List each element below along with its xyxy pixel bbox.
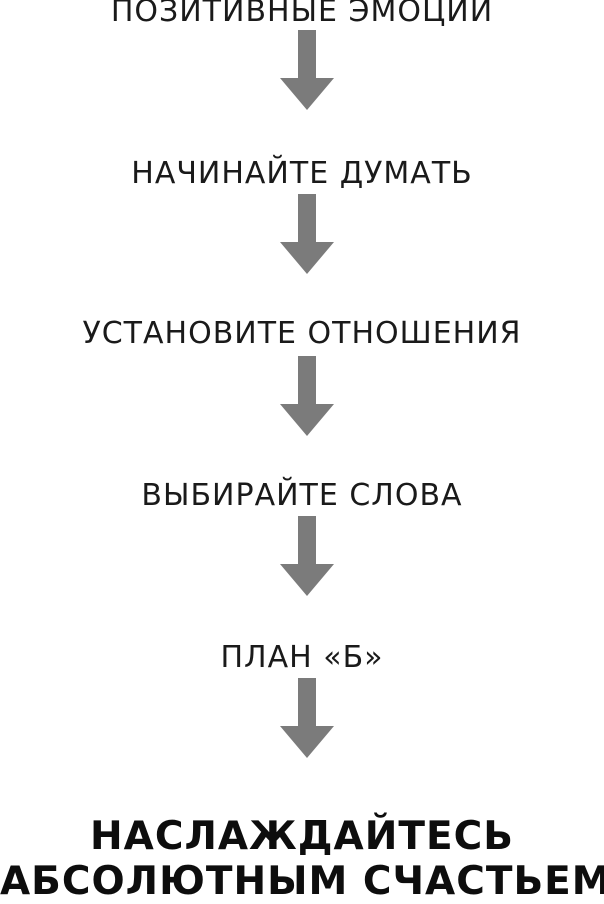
step-plan-b: ПЛАН «Б» — [220, 640, 384, 675]
result-line-1: НАСЛАЖДАЙТЕСЬ — [90, 814, 514, 859]
down-arrow-icon — [280, 30, 334, 110]
step-choose-words: ВЫБИРАЙТЕ СЛОВА — [141, 478, 463, 513]
down-arrow-icon — [280, 678, 334, 758]
down-arrow-icon — [280, 516, 334, 596]
step-positive-emotions: ПОЗИТИВНЫЕ ЭМОЦИИ — [110, 0, 494, 29]
step-start-thinking: НАЧИНАЙТЕ ДУМАТЬ — [131, 156, 473, 191]
step-establish-relations: УСТАНОВИТЕ ОТНОШЕНИЯ — [82, 316, 522, 351]
down-arrow-icon — [280, 356, 334, 436]
result-heading: НАСЛАЖДАЙТЕСЬ АБСОЛЮТНЫМ СЧАСТЬЕМ — [0, 814, 604, 904]
down-arrow-icon — [280, 194, 334, 274]
result-line-2: АБСОЛЮТНЫМ СЧАСТЬЕМ — [0, 859, 604, 904]
